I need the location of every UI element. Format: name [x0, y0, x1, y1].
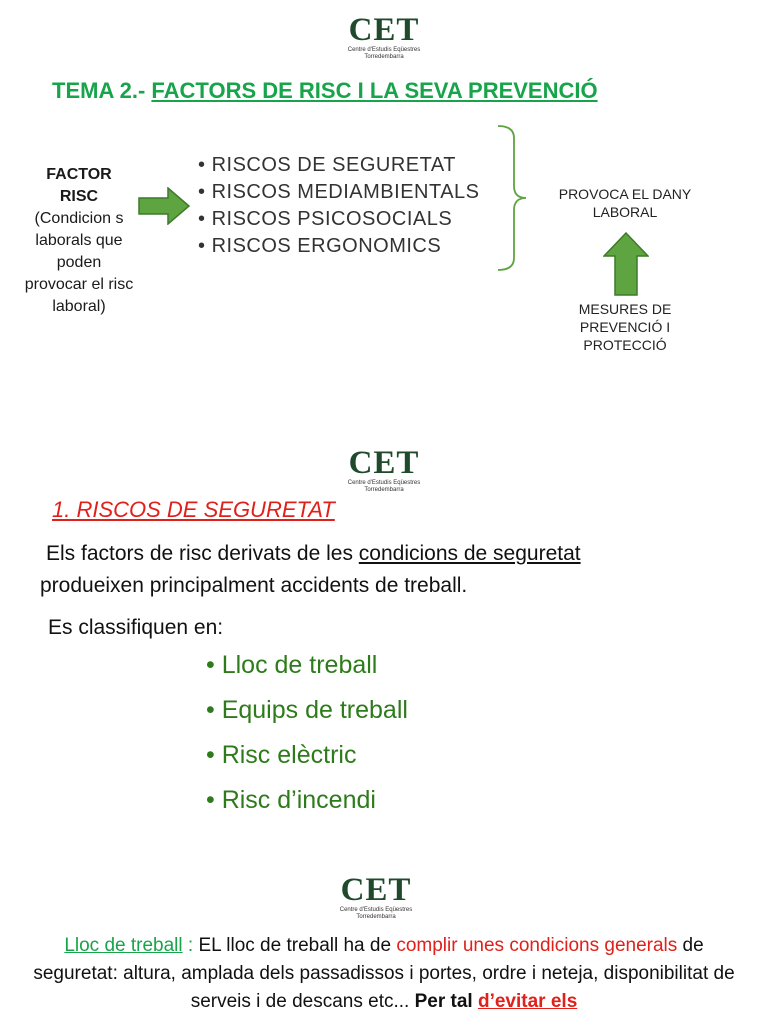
risk-item: RISCOS PSICOSOCIALS [198, 206, 480, 233]
measures-label: MESURES DE PREVENCIÓ I PROTECCIÓ [578, 301, 672, 353]
para-red-bold: d’evitar els [477, 991, 578, 1012]
logo-line-2: Torredembarra [364, 53, 404, 60]
title-prefix: TEMA 2.- [52, 78, 152, 103]
list-item: Lloc de treball [206, 643, 408, 688]
list-item: Equips de treball [206, 688, 408, 733]
up-arrow-icon [603, 232, 649, 296]
para-colon: : [182, 935, 199, 956]
workplace-paragraph: Lloc de treball : EL lloc de treball ha … [22, 932, 746, 1016]
outcome-label: PROVOCA EL DANY LABORAL [558, 186, 692, 220]
section-title: 1. RISCOS DE SEGURETAT [52, 497, 335, 522]
intro-line-3: Es classifiquen en: [48, 616, 224, 639]
logo-cet-bottom: CET Centre d'Estudis Eqüestres Torredemb… [326, 874, 426, 920]
right-brace-icon [497, 125, 527, 271]
logo-line-1: Centre d'Estudis Eqüestres [339, 907, 413, 913]
intro-line-2: produeixen principalment accidents de tr… [40, 574, 468, 597]
intro-text-a: Els factors de risc derivats de les [46, 542, 359, 565]
para-text-1: EL lloc de treball ha de [198, 935, 397, 956]
logo-cet-top: CET Centre d'Estudis Eqüestres Torredemb… [334, 14, 434, 60]
logo-cet-middle: CET Centre d'Estudis Eqüestres Torredemb… [334, 447, 434, 493]
list-item: Risc d’incendi [206, 778, 408, 823]
logo-line-1: Centre d'Estudis Eqüestres [347, 480, 421, 486]
list-item: Risc elèctric [206, 733, 408, 778]
intro-text-b: condicions de seguretat [358, 542, 581, 565]
risk-item: RISCOS MEDIAMBIENTALS [198, 179, 480, 206]
factor-description: (Condicion s laborals que poden provocar… [24, 210, 134, 315]
para-term: Lloc de treball [64, 935, 183, 956]
logo-wordmark: CET [340, 872, 412, 908]
risk-types-list: RISCOS DE SEGURETAT RISCOS MEDIAMBIENTAL… [198, 152, 480, 260]
logo-line-1: Centre d'Estudis Eqüestres [347, 47, 421, 53]
para-text-2: de seguretat: altura, amplada dels passa… [33, 935, 735, 1012]
logo-wordmark: CET [348, 12, 420, 48]
para-highlight: complir unes condicions generals [396, 935, 678, 956]
risk-item: RISCOS ERGONOMICS [198, 233, 480, 260]
para-bold: Per tal [414, 991, 478, 1012]
title-main: FACTORS DE RISC I LA SEVA PREVENCIÓ [151, 78, 598, 103]
factor-bold-2: RISC [59, 188, 99, 205]
factor-risc-label: FACTOR RISC (Condicion s laborals que po… [24, 164, 134, 318]
risk-item: RISCOS DE SEGURETAT [198, 152, 480, 179]
section-intro: Els factors de risc derivats de les cond… [40, 538, 740, 644]
right-arrow-icon [138, 187, 190, 225]
logo-line-2: Torredembarra [364, 486, 404, 493]
classification-list: Lloc de treball Equips de treball Risc e… [206, 643, 408, 823]
logo-wordmark: CET [348, 445, 420, 481]
factor-bold-1: FACTOR [46, 166, 112, 183]
page-title: TEMA 2.- FACTORS DE RISC I LA SEVA PREVE… [52, 78, 598, 104]
logo-line-2: Torredembarra [356, 913, 396, 920]
intro-line-1: Els factors de risc derivats de les cond… [40, 538, 740, 570]
